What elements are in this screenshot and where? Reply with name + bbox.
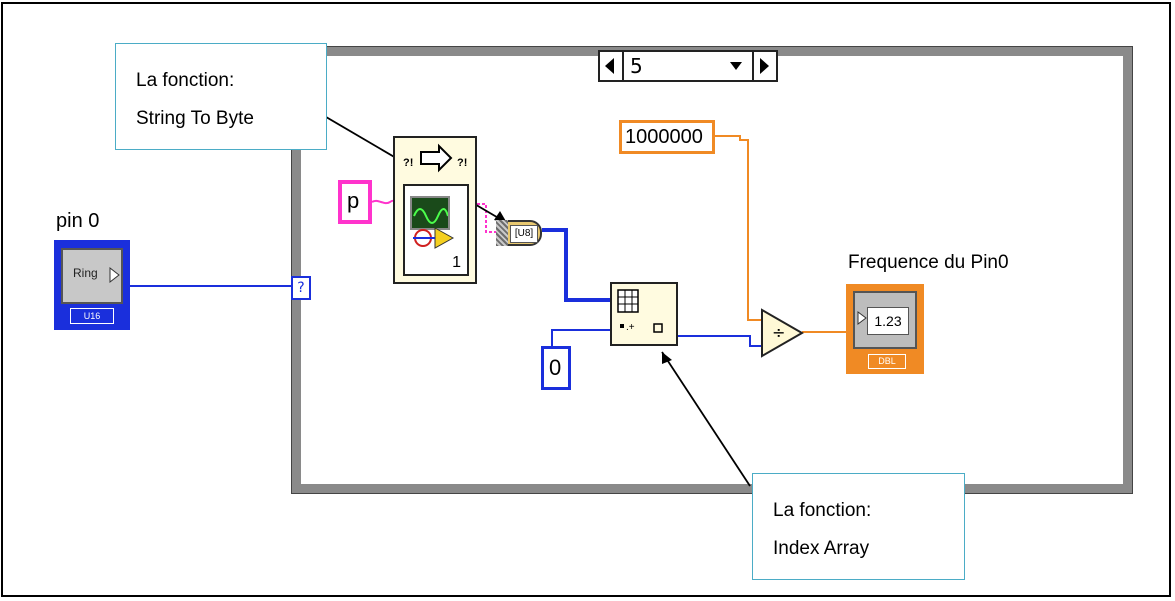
str2byte-hatch	[496, 220, 508, 246]
ring-text: Ring	[73, 266, 98, 280]
string-constant-p[interactable]: p	[338, 180, 372, 224]
callout-string-to-byte: La fonction: String To Byte	[115, 43, 327, 150]
indicator-display: 1.23	[853, 291, 917, 349]
callout-arrow-index-array	[661, 351, 751, 487]
callout-line: La fonction:	[136, 70, 235, 91]
indicator-label: Frequence du Pin0	[848, 252, 1009, 273]
wire-bytearray	[542, 228, 610, 302]
case-prev-button[interactable]	[600, 52, 624, 80]
waveform-icon	[410, 196, 450, 230]
wire-numerator	[714, 135, 762, 321]
callout-line: Index Array	[773, 538, 870, 559]
callout-line: La fonction:	[773, 500, 872, 521]
arrowhead-icon	[662, 352, 672, 364]
arrow-right-icon	[760, 58, 769, 74]
indicator-value: 1.23	[867, 307, 909, 335]
pin0-label: pin 0	[56, 210, 100, 232]
str2byte-type: [U8]	[510, 225, 538, 243]
wire-element	[678, 335, 762, 347]
svg-text:?!: ?!	[457, 157, 467, 169]
string-to-byte-array-node[interactable]: [U8]	[496, 220, 542, 246]
arrow-left-icon	[605, 58, 614, 74]
svg-text:.+: .+	[626, 322, 635, 333]
subvi-count: 1	[452, 254, 461, 271]
constant-zero[interactable]: 0	[541, 346, 571, 390]
subvi-header-icon: ?! ?!	[403, 143, 467, 173]
index-array-icon: .+	[617, 289, 663, 333]
index-array-node[interactable]: .+	[610, 282, 678, 346]
divide-icon: ÷	[772, 323, 785, 342]
dropdown-arrow-icon[interactable]	[728, 58, 744, 74]
callout-index-array: La fonction: Index Array	[752, 473, 965, 580]
datatype-badge: U16	[70, 308, 114, 324]
divide-node[interactable]: ÷	[760, 308, 804, 358]
write-subvi-node[interactable]: ?! ?! 1	[393, 136, 477, 284]
frequence-indicator[interactable]: 1.23 DBL	[846, 284, 924, 374]
callout-line: String To Byte	[136, 108, 254, 129]
constant-1000000[interactable]: 1000000	[619, 120, 715, 154]
pin0-ring-control[interactable]: Ring U16	[54, 240, 130, 330]
svg-text:?!: ?!	[403, 157, 413, 169]
terminal-arrow-icon	[857, 311, 867, 325]
ring-arrow-icon	[109, 266, 120, 284]
datatype-badge: DBL	[868, 354, 906, 369]
ring-display: Ring	[61, 248, 123, 304]
case-next-button[interactable]	[752, 52, 776, 80]
wire-string-out	[477, 203, 496, 233]
subvi-icon: 1	[403, 184, 469, 276]
case-selector-tunnel[interactable]: ?	[291, 276, 311, 300]
case-selector[interactable]: 5	[598, 50, 778, 82]
wire-index	[551, 329, 610, 346]
amplifier-icon	[413, 227, 455, 249]
case-selector-value: 5	[630, 54, 643, 78]
